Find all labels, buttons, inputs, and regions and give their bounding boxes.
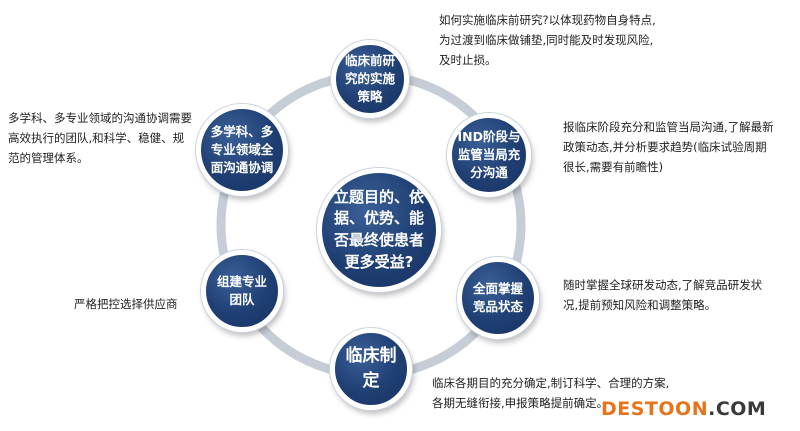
node-competitor-status: 全面掌握 竞品状态 xyxy=(457,257,539,339)
watermark-part2: .COM xyxy=(708,398,767,420)
node-label: 组建专业 团队 xyxy=(216,273,267,307)
note-ind: 报临床阶段充分和监管当局沟通,了解最新 政策动态,并分析要求趋势(临床试验周期 … xyxy=(563,120,774,174)
watermark-part1: DESTOON xyxy=(601,398,709,420)
node-multidisciplinary-coordination: 多学科、多 专业领域全 面沟通协调 xyxy=(196,104,288,196)
node-ind-communication: IND阶段与 监管当局充 分沟通 xyxy=(447,113,531,197)
node-label: 全面掌握 竞品状态 xyxy=(472,280,523,314)
node-label: IND阶段与 监管当局充 分沟通 xyxy=(457,128,521,181)
node-label: 临床前研 究的实施 策略 xyxy=(344,52,395,105)
note-clinical: 临床各期目的充分确定,制订科学、合理的方案, 各期无缝衔接,申报策略提前确定。 xyxy=(432,376,670,410)
note-competitor: 随时掌握全球研发动态,了解竞品研发状 况,提前预知风险和调整策略。 xyxy=(563,278,763,312)
note-preclinical: 如何实施临床前研究?以体现药物自身特点, 为过渡到临床做铺垫,同时能及时发现风险… xyxy=(439,13,656,67)
center-circle: 立题目的、依 据、优势、能 否最终使患者 更多受益? xyxy=(317,168,441,292)
center-label: 立题目的、依 据、优势、能 否最终使患者 更多受益? xyxy=(333,187,424,271)
watermark-logo: DESTOON.COM xyxy=(601,398,766,420)
note-team: 严格把控选择供应商 xyxy=(74,297,178,311)
node-preclinical-strategy: 临床前研 究的实施 策略 xyxy=(331,40,409,118)
note-multidisciplinary: 多学科、多专业领域的沟通协调需要 高效执行的团队,和科学、稳健、规 范的管理体系… xyxy=(8,111,192,165)
node-professional-team: 组建专业 团队 xyxy=(201,250,283,332)
node-label: 临床制 定 xyxy=(345,346,397,391)
node-label: 多学科、多 专业领域全 面沟通协调 xyxy=(210,123,274,176)
node-clinical-planning: 临床制 定 xyxy=(330,328,412,410)
